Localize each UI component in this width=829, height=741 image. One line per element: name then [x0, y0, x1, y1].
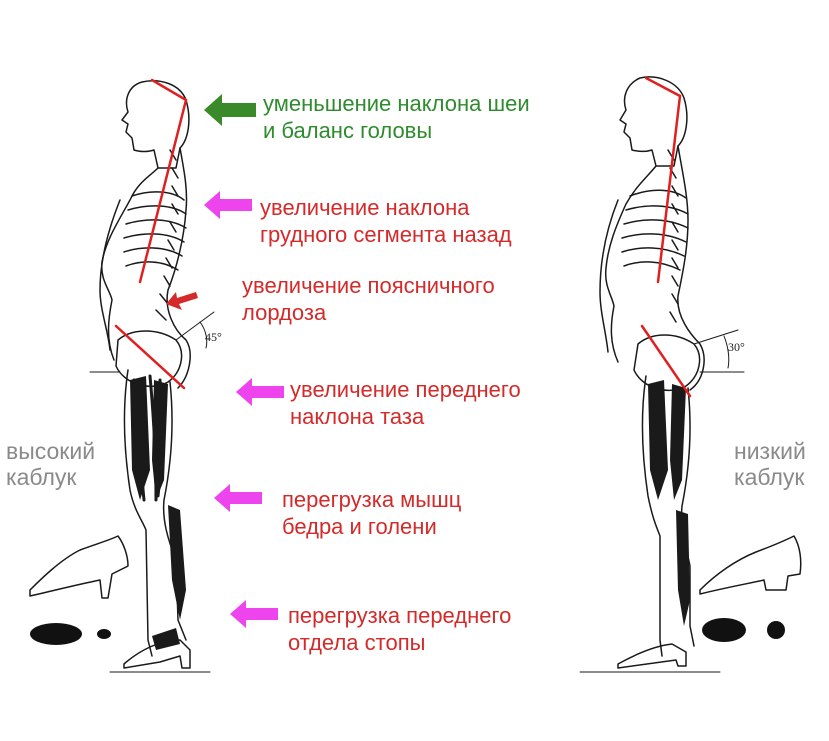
low-heel-shoe-icon [699, 535, 802, 595]
heel-print-icon [97, 629, 111, 639]
annotation-thoracic: увеличение наклона грудного сегмента наз… [260, 194, 512, 248]
annotation-line: перегрузка мышц [282, 487, 462, 512]
left-angle-label: 45° [205, 330, 222, 344]
low-heel-label-line: каблук [734, 464, 805, 490]
magenta-arrow-icon [214, 484, 262, 512]
annotation-line: увеличение поясничного [242, 273, 495, 298]
annotation-line: перегрузка переднего [288, 603, 512, 628]
annotation-line: бедра и голени [282, 514, 437, 539]
annotation-line: уменьшение наклона шеи [263, 91, 530, 116]
magenta-arrow-icon [236, 378, 284, 406]
annotation-muscles: перегрузка мышц бедра и голени [282, 486, 461, 540]
annotation-lordosis: увеличение поясничного лордоза [242, 272, 495, 326]
annotation-line: отдела стопы [288, 630, 426, 655]
high-heel-label-line: высокий [6, 438, 96, 464]
annotation-line: увеличение переднего [290, 377, 521, 402]
low-heel-label-line: низкий [734, 438, 806, 464]
red-small-arrow-icon [166, 292, 198, 310]
right-angle-label: 30° [728, 340, 745, 354]
annotation-line: увеличение наклона [260, 195, 470, 220]
magenta-arrow-icon [230, 600, 278, 628]
forefoot-print-icon [702, 618, 746, 642]
annotation-line: грудного сегмента назад [260, 222, 512, 247]
forefoot-print-icon [30, 623, 82, 645]
annotation-pelvis: увеличение переднего наклона таза [290, 376, 521, 430]
annotation-line: и баланс головы [263, 118, 433, 143]
high-heel-label: высокий каблук [6, 438, 95, 490]
annotation-forefoot: перегрузка переднего отдела стопы [288, 602, 511, 656]
annotation-neck: уменьшение наклона шеи и баланс головы [263, 90, 530, 144]
low-heel-label: низкий каблук [734, 438, 806, 490]
green-arrow-icon [204, 94, 256, 126]
magenta-arrow-icon [204, 191, 252, 219]
high-heel-shoe-icon [29, 535, 129, 599]
annotation-line: лордоза [242, 300, 327, 325]
heel-print-icon [767, 621, 785, 639]
high-heel-label-line: каблук [6, 464, 77, 490]
annotation-line: наклона таза [290, 404, 425, 429]
